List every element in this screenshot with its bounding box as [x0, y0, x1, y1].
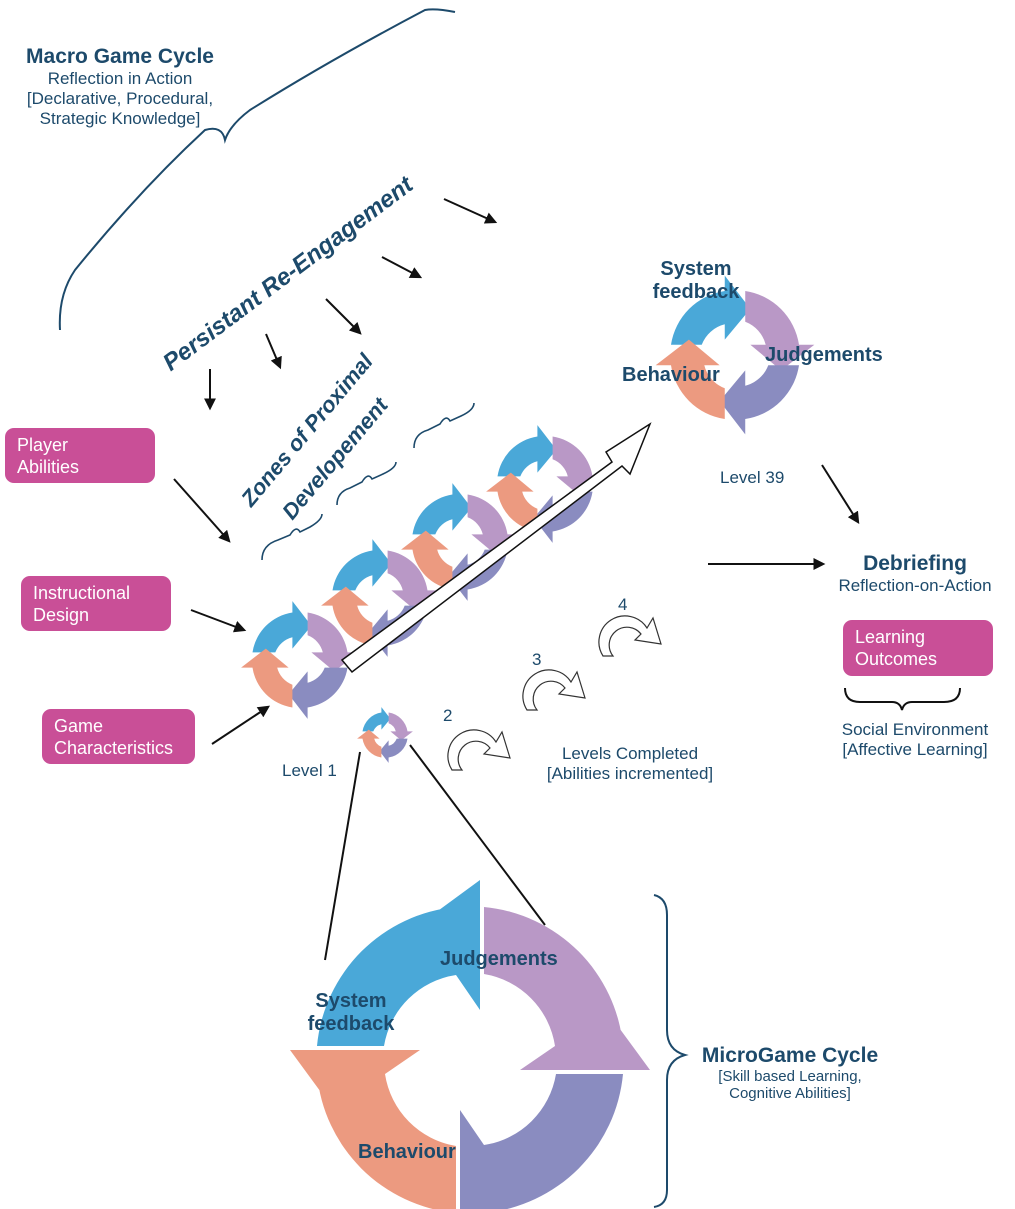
- learning-outcomes-box: Learning Outcomes: [843, 620, 993, 676]
- level-4-label: 4: [618, 595, 628, 614]
- top-system-feedback: System feedback: [640, 258, 752, 304]
- debriefing-title: Debriefing: [863, 552, 967, 575]
- input-line: Game: [54, 716, 104, 736]
- level-1-label: Level 1: [282, 761, 337, 780]
- instructional-design-box: Instructional Design: [21, 576, 171, 631]
- social-line1: Social Environment: [841, 720, 989, 739]
- micro-judgements: Judgements: [440, 948, 558, 970]
- completed-line2: [Abilities incremented]: [546, 764, 714, 783]
- macro-block: Macro Game Cycle Reflection in Action [D…: [5, 45, 235, 129]
- macro-line1: Reflection in Action: [47, 69, 193, 88]
- micro-cycle: [290, 880, 650, 1209]
- player-abilities-box: Player Abilities: [5, 428, 155, 483]
- micro-behaviour: Behaviour: [358, 1141, 456, 1163]
- micro-brace: [653, 894, 689, 1208]
- input-line: Characteristics: [54, 738, 174, 758]
- zpd-braces: [261, 402, 475, 561]
- completed-line1: Levels Completed: [561, 744, 699, 763]
- social-block: Social Environment [Affective Learning]: [815, 720, 1015, 760]
- top-judgements: Judgements: [765, 344, 883, 366]
- micro-feedback: feedback: [307, 1013, 395, 1035]
- game-characteristics-box: Game Characteristics: [42, 709, 195, 764]
- micro-line2: Cognitive Abilities]: [729, 1085, 851, 1102]
- top-behaviour: Behaviour: [622, 364, 720, 386]
- input-line: Player: [17, 435, 69, 455]
- outcome-line: Learning: [855, 627, 926, 647]
- input-arrows: [173, 478, 271, 745]
- debriefing-subtitle: Reflection-on-Action: [838, 576, 992, 595]
- debriefing-block: Debriefing Reflection-on-Action: [815, 552, 1015, 596]
- engagement-arrows: [204, 198, 498, 411]
- input-line: Instructional: [33, 583, 131, 603]
- micro-system: System: [315, 990, 387, 1012]
- top-system: System: [660, 258, 732, 280]
- micro-title: MicroGame Cycle: [701, 1044, 879, 1067]
- top-feedback: feedback: [652, 281, 740, 303]
- input-line: Design: [33, 605, 90, 625]
- input-line: Abilities: [17, 457, 80, 477]
- level-3-label: 3: [532, 650, 542, 669]
- micro-block: MicroGame Cycle [Skill based Learning, C…: [690, 1044, 890, 1102]
- zoom-lines: [324, 744, 546, 961]
- micro-line1: [Skill based Learning,: [718, 1068, 862, 1085]
- progression-arrow: [340, 422, 652, 674]
- micro-system-feedback: System feedback: [296, 990, 406, 1036]
- macro-title: Macro Game Cycle: [26, 45, 214, 68]
- level-2-label: 2: [443, 706, 453, 725]
- levels-completed: Levels Completed [Abilities incremented]: [530, 744, 730, 784]
- level-39-label: Level 39: [720, 468, 785, 487]
- outcome-brace: [844, 687, 961, 711]
- outcome-line: Outcomes: [855, 649, 938, 669]
- social-line2: [Affective Learning]: [842, 740, 988, 759]
- level-cycles: [241, 425, 604, 763]
- macro-line2: [Declarative, Procedural,: [26, 89, 214, 108]
- macro-line3: Strategic Knowledge]: [39, 109, 201, 128]
- to-debrief-arrow-1: [821, 464, 860, 525]
- macro-brace: [58, 8, 456, 331]
